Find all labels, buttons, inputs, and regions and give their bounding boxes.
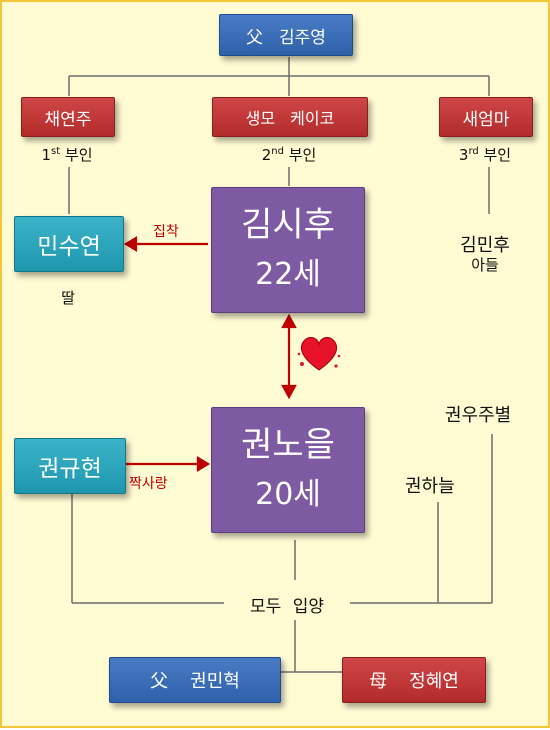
father-top-box: 父 김주영 (219, 14, 353, 56)
wife-1-caption: 1st 부인 (41, 146, 93, 164)
father-symbol: 父 (246, 27, 264, 48)
mother-bottom-symbol: 母 (369, 671, 388, 692)
father-bottom-name: 권민혁 (190, 671, 240, 692)
wife-2-caption: 2nd 부인 (261, 146, 317, 164)
wife-1-box: 채연주 (21, 97, 115, 137)
wife-1-name: 채연주 (44, 109, 92, 130)
daughter-name: 민수연 (37, 234, 101, 260)
sibling-2-name: 권하늘 (405, 476, 455, 497)
female-lead-age: 20세 (255, 477, 321, 512)
son-name: 김민후 (460, 235, 510, 256)
admirer-name: 권규현 (38, 456, 102, 482)
father-bottom-symbol: 父 (150, 671, 169, 692)
wife-2-box: 생모 케이코 (212, 97, 368, 137)
male-lead-box: 김시후 22세 (211, 187, 365, 313)
mother-bottom-box: 母 정혜연 (342, 657, 486, 703)
wife-3-box: 새엄마 (439, 97, 533, 137)
father-bottom-box: 父 권민혁 (109, 657, 281, 703)
obsession-label: 집착 (153, 224, 179, 240)
wife-2-name: 생모 케이코 (245, 109, 335, 128)
son-caption: 아들 (471, 256, 499, 274)
female-lead-box: 권노을 20세 (211, 407, 365, 533)
female-lead-name: 권노을 (241, 425, 335, 465)
crush-label: 짝사랑 (129, 476, 168, 492)
sibling-1-name: 권우주별 (445, 405, 512, 426)
male-lead-age: 22세 (255, 257, 321, 292)
father-name: 김주영 (279, 27, 326, 48)
male-lead-name: 김시후 (241, 205, 335, 245)
adopted-label: 모두 입양 (250, 597, 324, 617)
heart-icon (297, 336, 341, 371)
daughter-caption: 딸 (61, 289, 75, 307)
wife-3-name: 새엄마 (462, 109, 510, 130)
wife-3-caption: 3rd 부인 (458, 146, 512, 164)
mother-bottom-name: 정혜연 (409, 671, 459, 692)
admirer-box: 권규현 (14, 438, 126, 494)
daughter-box: 민수연 (14, 216, 124, 272)
